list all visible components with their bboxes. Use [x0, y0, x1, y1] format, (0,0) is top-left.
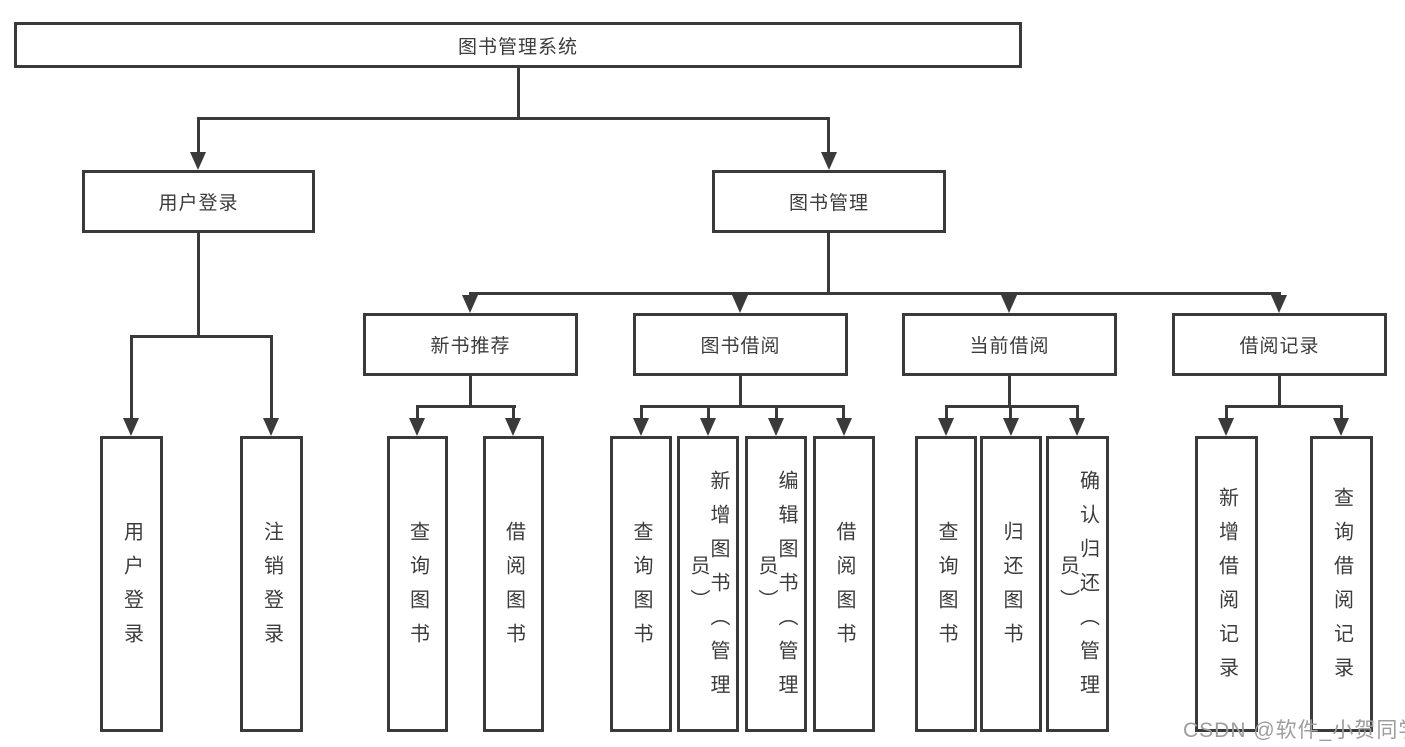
arrow-down-icon: [1001, 295, 1017, 313]
connector-line: [512, 405, 515, 420]
node-borrowing-records: 借阅记录: [1172, 313, 1387, 376]
node-logout: 注销登录: [240, 436, 303, 732]
arrow-down-icon: [1003, 418, 1019, 436]
node-new-book-recommendation: 新书推荐: [363, 313, 578, 376]
node-query-borrow-record: 查询借阅记录: [1310, 436, 1373, 732]
node-add-book-admin: 新增图书（管理员）: [677, 436, 739, 732]
connector-line: [469, 376, 472, 405]
node-confirm-return-admin: 确认归还（管理员）: [1046, 436, 1109, 732]
connector-line: [945, 405, 1079, 408]
node-book-borrowing: 图书借阅: [633, 313, 848, 376]
connector-line: [640, 405, 643, 420]
connector-line: [1009, 405, 1012, 420]
arrow-down-icon: [263, 418, 279, 436]
connector-line: [130, 335, 133, 420]
node-book-management: 图书管理: [712, 170, 946, 233]
node-query-books-current: 查询图书: [915, 436, 977, 732]
connector-line: [1225, 405, 1343, 408]
connector-line: [130, 335, 273, 338]
arrow-down-icon: [732, 295, 748, 313]
node-edit-book-admin: 编辑图书（管理员）: [745, 436, 807, 732]
arrow-down-icon: [633, 418, 649, 436]
connector-line: [945, 405, 948, 420]
connector-line: [1225, 405, 1228, 420]
arrow-down-icon: [1069, 418, 1085, 436]
arrow-down-icon: [123, 418, 139, 436]
connector-line: [1076, 405, 1079, 420]
connector-line: [827, 117, 830, 155]
connector-line: [707, 405, 710, 420]
node-user-login-branch: 用户登录: [82, 170, 315, 233]
node-return-books: 归还图书: [980, 436, 1042, 732]
node-current-borrowing: 当前借阅: [902, 313, 1117, 376]
connector-line: [469, 292, 1281, 295]
csdn-watermark: CSDN @软件_小贺同学: [1183, 719, 1405, 742]
node-borrow-books-recommend: 借阅图书: [483, 436, 544, 732]
connector-line: [416, 405, 516, 408]
node-add-borrow-record: 新增借阅记录: [1195, 436, 1258, 732]
node-borrow-books: 借阅图书: [813, 436, 875, 732]
arrow-down-icon: [1271, 295, 1287, 313]
connector-line: [197, 117, 830, 120]
node-user-login: 用户登录: [100, 436, 163, 732]
connector-line: [517, 68, 520, 117]
arrow-down-icon: [1333, 418, 1349, 436]
connector-line: [416, 405, 419, 420]
arrow-down-icon: [938, 418, 954, 436]
connector-line: [197, 117, 200, 155]
connector-line: [640, 405, 845, 408]
arrow-down-icon: [505, 418, 521, 436]
connector-line: [1278, 376, 1281, 405]
connector-line: [197, 233, 200, 335]
connector-line: [270, 335, 273, 420]
connector-line: [775, 405, 778, 420]
arrow-down-icon: [1218, 418, 1234, 436]
arrow-down-icon: [768, 418, 784, 436]
arrow-down-icon: [190, 152, 206, 170]
connector-line: [1340, 405, 1343, 420]
node-query-books-borrowing: 查询图书: [610, 436, 672, 732]
connector-line: [739, 376, 742, 405]
arrow-down-icon: [462, 295, 478, 313]
arrow-down-icon: [700, 418, 716, 436]
node-query-books-recommend: 查询图书: [387, 436, 448, 732]
arrow-down-icon: [409, 418, 425, 436]
connector-line: [827, 233, 830, 292]
node-library-system: 图书管理系统: [14, 22, 1022, 68]
arrow-down-icon: [836, 418, 852, 436]
arrow-down-icon: [821, 152, 837, 170]
connector-line: [1008, 376, 1011, 405]
connector-line: [842, 405, 845, 420]
